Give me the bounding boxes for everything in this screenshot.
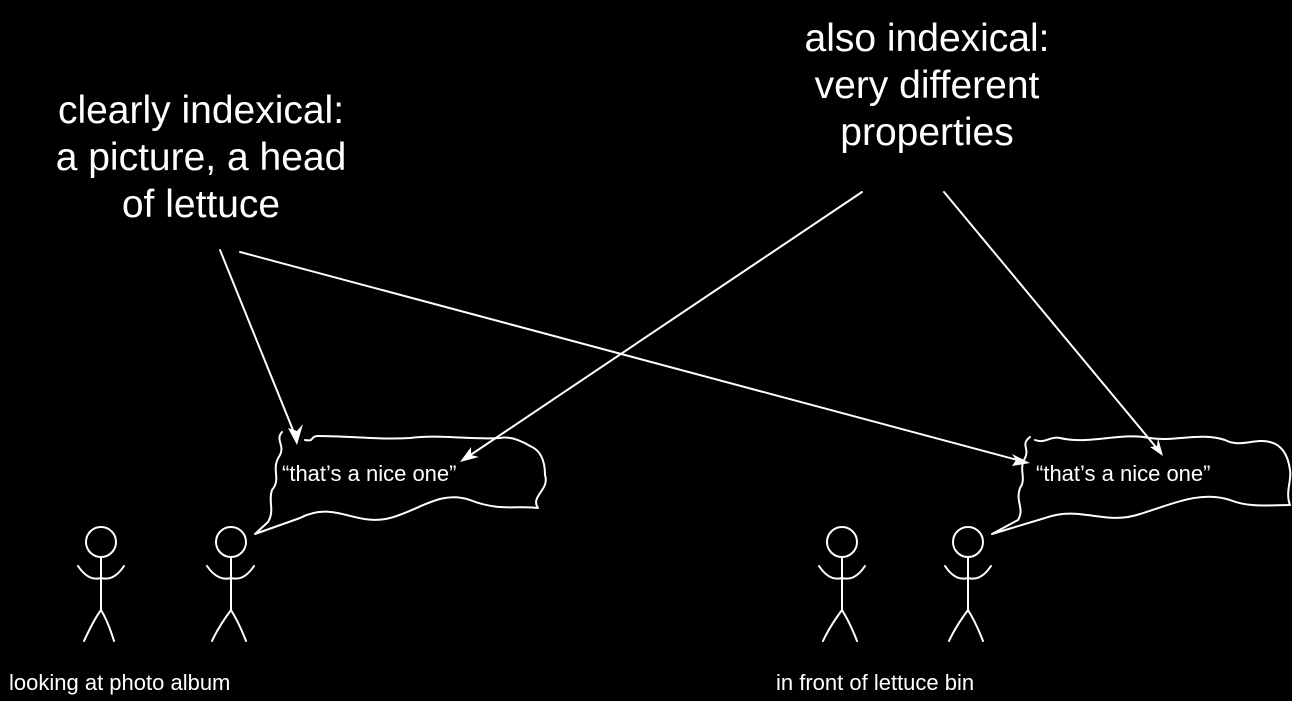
- speech-text-left: “that’s a nice one”: [282, 461, 457, 486]
- heading-right-line-1: also indexical:: [804, 17, 1050, 60]
- speech-bubble-right: [991, 435, 1292, 535]
- caption-photo-album: looking at photo album: [9, 670, 231, 695]
- heading-left-line-1: clearly indexical:: [57, 89, 345, 132]
- arrow-also-to-right-bubble: [943, 191, 1161, 453]
- heading-clearly-indexical: clearly indexical: a picture, a head of …: [0, 87, 402, 228]
- stick-figure-3: [818, 526, 866, 642]
- arrowhead-right-bubble-a: [1012, 454, 1030, 466]
- stick-figure-1: [77, 526, 125, 642]
- arrowhead-left-bubble-a: [288, 424, 303, 445]
- speech-text-right: “that’s a nice one”: [1036, 461, 1211, 486]
- arrowhead-left-bubble-b: [460, 447, 479, 462]
- stick-figure-4: [944, 526, 992, 642]
- heading-left-line-2: a picture, a head: [55, 136, 347, 179]
- arrowhead-right-bubble-b: [1150, 438, 1163, 456]
- heading-right-line-3: properties: [840, 111, 1014, 154]
- arrow-also-to-left-bubble: [465, 191, 863, 459]
- heading-right-line-2: very different: [814, 64, 1040, 107]
- speech-bubble-left: [254, 431, 547, 535]
- arrow-clearly-to-right-bubble: [239, 251, 1026, 463]
- caption-lettuce-bin: in front of lettuce bin: [776, 670, 975, 695]
- heading-also-indexical: also indexical: very different propertie…: [758, 15, 1096, 156]
- heading-left-line-3: of lettuce: [121, 183, 281, 226]
- stick-figure-2: [206, 526, 255, 642]
- arrow-clearly-to-left-bubble: [219, 249, 298, 441]
